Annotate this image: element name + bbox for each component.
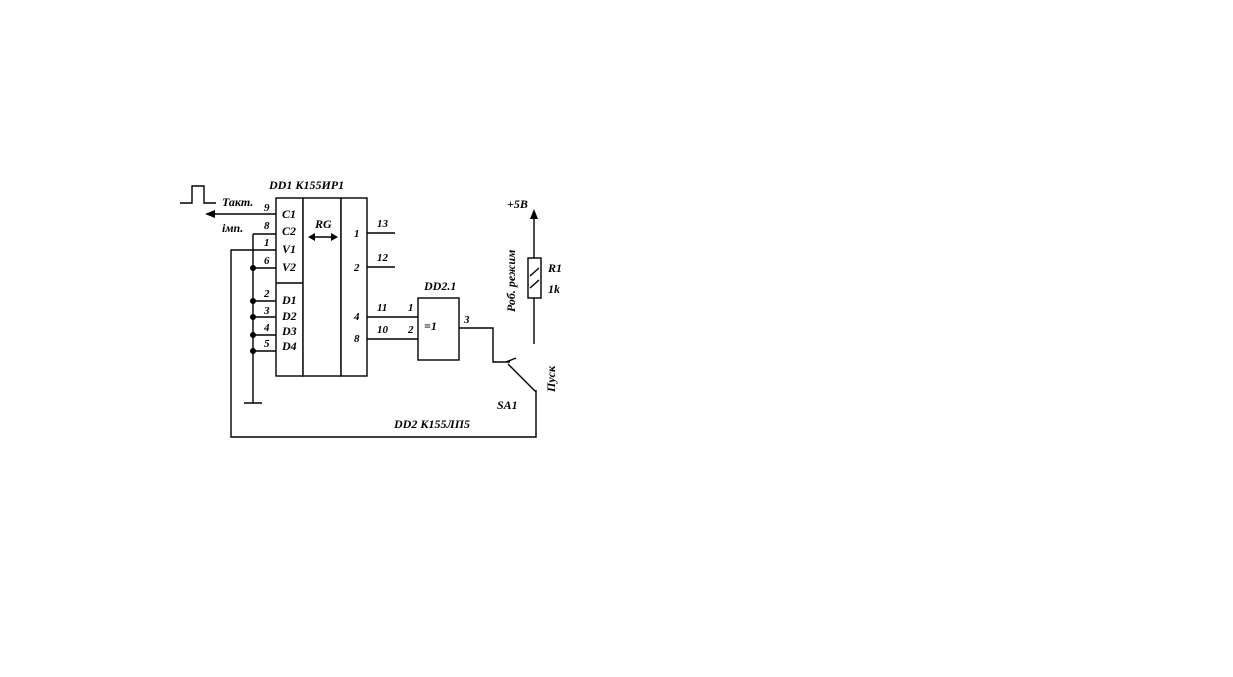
switch-ref: SA1 bbox=[497, 398, 518, 412]
dd1-out-outer-11: 11 bbox=[377, 302, 387, 314]
gate-output-wire bbox=[459, 327, 510, 363]
dd2-out-pin-3: 3 bbox=[463, 314, 470, 326]
resistor-mode-label: Роб. режим bbox=[504, 250, 518, 312]
dd1-core-section bbox=[302, 197, 342, 377]
dd1-in-pin-5: 5 bbox=[264, 338, 270, 350]
junction-dot bbox=[250, 265, 256, 271]
dd1-in-name-v1: V1 bbox=[282, 242, 296, 256]
resistor-ref: R1 bbox=[547, 261, 562, 275]
switch-sa1-tick bbox=[505, 357, 517, 363]
dd1-in-pin-4: 4 bbox=[263, 322, 270, 334]
supply-arrow-icon bbox=[530, 209, 538, 219]
switch-name: Пуск bbox=[544, 365, 558, 393]
dd1-out-outer-13: 13 bbox=[377, 218, 389, 230]
rg-arrow-left-icon bbox=[308, 233, 315, 241]
dd1-in-pin-8: 8 bbox=[264, 220, 270, 232]
dd1-in-pin-6: 6 bbox=[264, 255, 270, 267]
dd1-out-inner-4: 4 bbox=[353, 311, 360, 323]
dd2-in-pin-1: 1 bbox=[408, 302, 414, 314]
dd1-title: DD1 К155ИР1 bbox=[268, 178, 344, 192]
dd1-in-name-v2: V2 bbox=[282, 260, 296, 274]
resistor-slash-1 bbox=[529, 267, 540, 277]
dd1-in-name-d4: D4 bbox=[281, 339, 297, 353]
dd1-out-outer-10: 10 bbox=[377, 324, 389, 336]
dd1-core-label: RG bbox=[314, 217, 332, 231]
resistor-r1 bbox=[527, 257, 542, 299]
dd1-out-outer-12: 12 bbox=[377, 252, 389, 264]
dd1-in-name-d2: D2 bbox=[281, 309, 297, 323]
dd1-in-pin-2: 2 bbox=[263, 288, 270, 300]
dd1-in-pin-9: 9 bbox=[264, 202, 270, 214]
dd1-in-name-d1: D1 bbox=[281, 293, 297, 307]
dd1-out-inner-2: 2 bbox=[353, 262, 360, 274]
dd2-chip-label: DD2 К155ЛП5 bbox=[393, 417, 470, 431]
dd1-out-inner-8: 8 bbox=[354, 333, 360, 345]
dd2-in-pin-2: 2 bbox=[407, 324, 414, 336]
dd1-in-name-c1: C1 bbox=[282, 207, 296, 221]
dd2-xor-gate bbox=[417, 297, 460, 361]
switch-sa1-blade bbox=[507, 363, 537, 393]
rg-arrow-right-icon bbox=[331, 233, 338, 241]
clock-arrow-icon bbox=[205, 210, 215, 218]
dd1-in-pin-1: 1 bbox=[264, 237, 270, 249]
junction-dot bbox=[250, 314, 256, 320]
junction-dot bbox=[250, 332, 256, 338]
resistor-slash-2 bbox=[529, 279, 540, 289]
clock-label-imp: імп. bbox=[222, 221, 243, 235]
dd1-out-inner-1: 1 bbox=[354, 228, 360, 240]
dd1-in-name-d3: D3 bbox=[281, 324, 297, 338]
junction-dot bbox=[250, 348, 256, 354]
feedback-loop-wire bbox=[230, 249, 537, 438]
dd1-in-pin-3: 3 bbox=[263, 305, 270, 317]
dd2-gate-symbol: =1 bbox=[424, 319, 437, 333]
dd1-output-section bbox=[340, 197, 368, 377]
dd1-in-name-c2: C2 bbox=[282, 224, 296, 238]
clock-label-takt: Такт. bbox=[222, 195, 253, 209]
dd2-gate-title: DD2.1 bbox=[423, 279, 456, 293]
supply-label: +5В bbox=[507, 197, 528, 211]
resistor-value: 1k bbox=[548, 282, 560, 296]
clock-pulse-icon bbox=[180, 185, 216, 204]
junction-dot bbox=[250, 298, 256, 304]
